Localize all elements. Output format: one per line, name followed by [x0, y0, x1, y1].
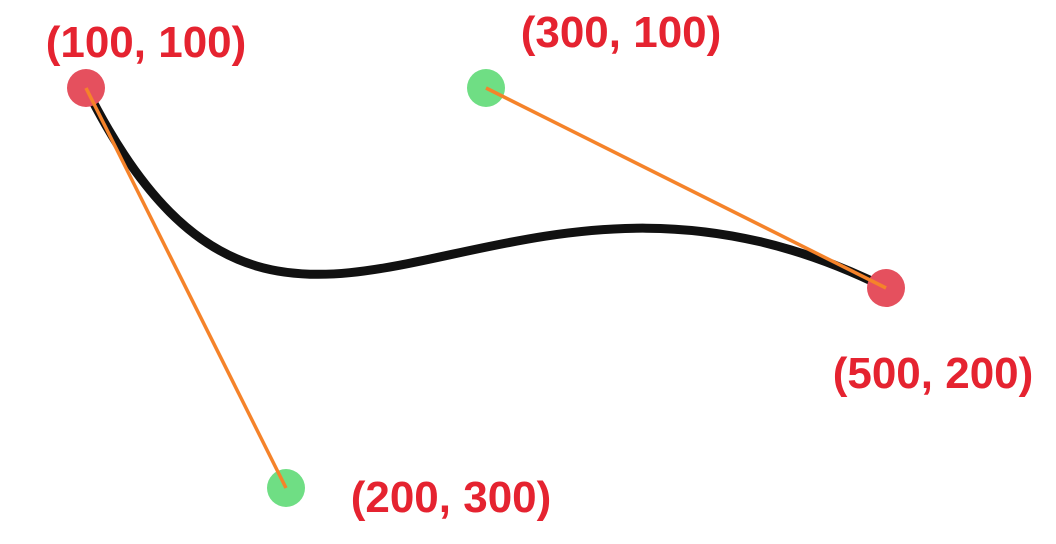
control-handle-line-end [485, 86, 887, 290]
bezier-curve [81, 83, 891, 293]
control-handle-line-start [84, 87, 288, 489]
end-point-label: (500, 200) [833, 349, 1034, 398]
control-point-1-label: (200, 300) [351, 473, 552, 522]
control-point-2-label: (300, 100) [521, 8, 722, 57]
start-point-label: (100, 100) [46, 18, 247, 67]
